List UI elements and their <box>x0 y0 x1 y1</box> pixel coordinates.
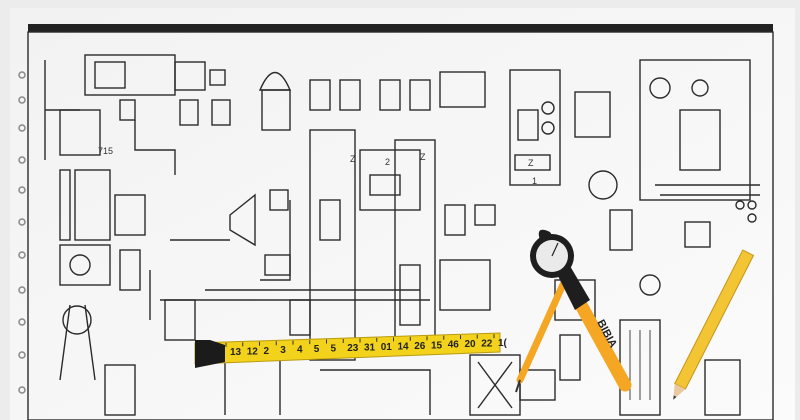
tape-number: 23 <box>347 343 359 354</box>
tape-number: 31 <box>364 342 376 353</box>
label-715: 715 <box>98 146 113 156</box>
tape-number: 12 <box>247 346 259 357</box>
schematic-components <box>44 54 760 416</box>
drafting-compass[interactable]: BIBIA <box>515 229 632 393</box>
tape-number: 22 <box>481 339 493 350</box>
tape-number: 20 <box>465 339 477 350</box>
label-z2: Z <box>420 152 426 162</box>
label-2: 2 <box>385 157 390 167</box>
tape-number: 13 <box>230 347 242 358</box>
tape-number: 4 <box>297 345 303 356</box>
tape-number: 14 <box>398 341 410 352</box>
label-z: Z <box>350 154 356 164</box>
top-border-bar <box>28 24 773 32</box>
tape-hook <box>195 340 225 368</box>
tape-number: 26 <box>414 341 426 352</box>
tape-number: 01 <box>381 342 393 353</box>
tape-number: 2 <box>264 346 270 357</box>
tape-number: 15 <box>431 340 443 351</box>
tape-number: 5 <box>331 344 337 355</box>
drawing-frame <box>27 31 774 420</box>
tape-number: 3 <box>280 345 286 356</box>
label-z3: Z <box>528 158 534 168</box>
schematic-labels: Z 2 Z 1 715 Z <box>98 146 537 186</box>
label-1: 1 <box>532 176 537 186</box>
spiral-binding <box>18 71 26 394</box>
tape-number: 5 <box>314 344 320 355</box>
tape-number: 46 <box>448 340 460 351</box>
pencil <box>673 249 755 400</box>
tape-number: 1( <box>498 338 508 349</box>
paper-sheet <box>10 8 795 420</box>
